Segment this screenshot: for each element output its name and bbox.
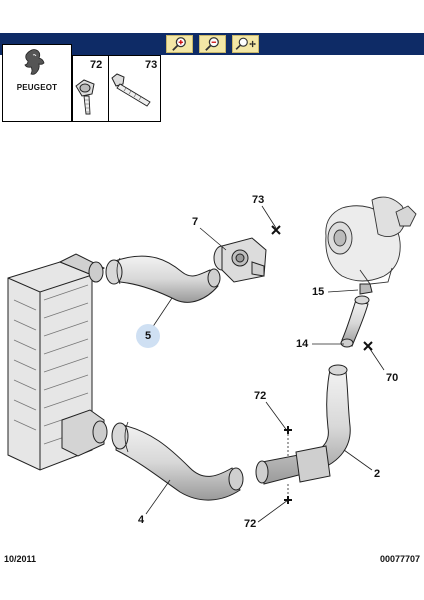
zoom-move-button[interactable] — [232, 35, 259, 53]
screw-markers — [271, 225, 373, 504]
parts-divider — [108, 55, 109, 122]
hose-5-drawing — [105, 255, 221, 303]
callout-72-upper: 72 — [254, 390, 267, 402]
peugeot-lion-icon — [24, 49, 45, 75]
callout-5-highlight: 5 — [136, 324, 160, 348]
callout-15: 15 — [312, 286, 325, 298]
callout-14: 14 — [296, 338, 309, 350]
zoom-in-button[interactable] — [166, 35, 193, 53]
zoom-in-icon — [172, 37, 186, 51]
leader-lines — [145, 205, 385, 523]
zoom-out-button[interactable] — [199, 35, 226, 53]
pipe-2-drawing — [255, 364, 351, 485]
zoom-move-icon — [235, 37, 256, 50]
zoom-out-icon — [205, 37, 219, 51]
brand-logo-box: PEUGEOT — [2, 44, 72, 122]
hose-4-drawing — [111, 421, 244, 501]
footer-date: 10/2011 — [4, 554, 37, 564]
intercooler-drawing — [7, 253, 108, 471]
bolt-73-drawing — [111, 73, 151, 107]
callout-4: 4 — [138, 514, 145, 526]
callout-70: 70 — [386, 372, 399, 384]
toolbar — [0, 33, 424, 55]
callout-2: 2 — [374, 468, 381, 480]
hose-14-drawing — [340, 283, 373, 348]
footer-reference: 00077707 — [379, 554, 420, 564]
throttle-body-7-drawing — [213, 237, 267, 283]
brand-name: PEUGEOT — [16, 83, 58, 92]
bolt-72-drawing — [75, 79, 95, 115]
callout-7: 7 — [192, 216, 199, 228]
part-number-73: 73 — [145, 59, 158, 71]
callout-5: 5 — [144, 330, 152, 342]
turbocharger-drawing — [325, 196, 417, 285]
part-number-72: 72 — [90, 59, 103, 71]
callout-73: 73 — [252, 194, 265, 206]
callout-72-lower: 72 — [244, 518, 257, 530]
